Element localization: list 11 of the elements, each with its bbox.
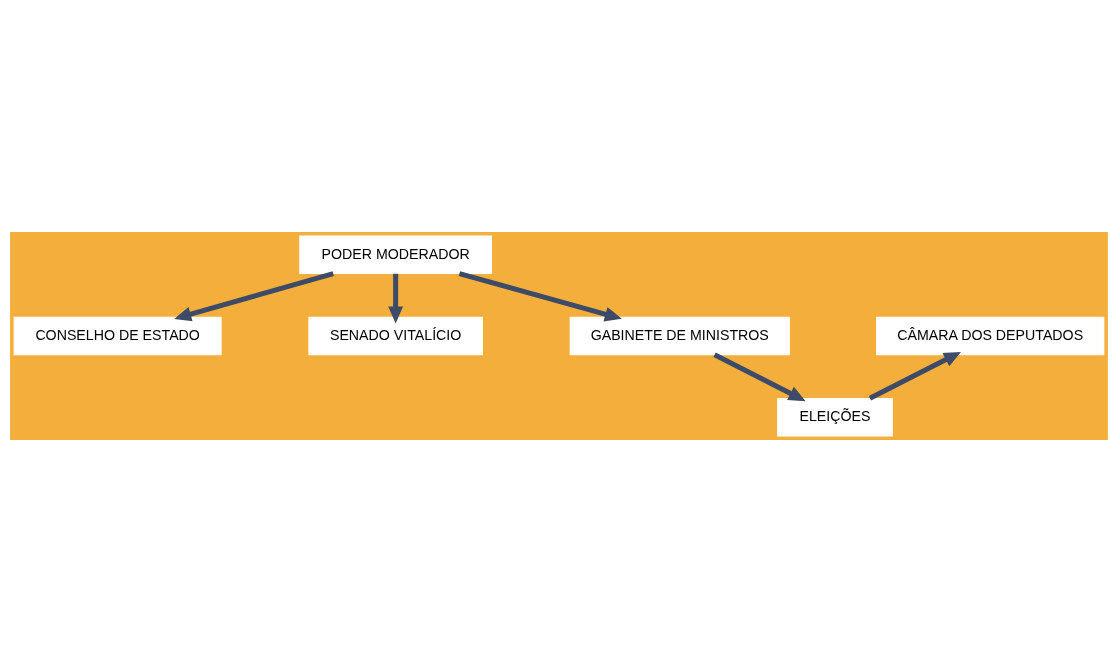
arrow [174,270,334,321]
node-box: ELEIÇÕES [777,397,893,436]
node-box: CONSELHO DE ESTADO [13,316,222,355]
arrow [713,352,806,401]
arrow [388,273,404,323]
node-box: SENADO VITALÍCIO [308,316,483,355]
node-box: CÂMARA DOS DEPUTADOS [876,316,1105,355]
node-box: GABINETE DE MINISTROS [569,316,790,355]
node-box: PODER MODERADOR [299,235,493,274]
arrow [868,351,961,401]
arrow [458,270,622,321]
